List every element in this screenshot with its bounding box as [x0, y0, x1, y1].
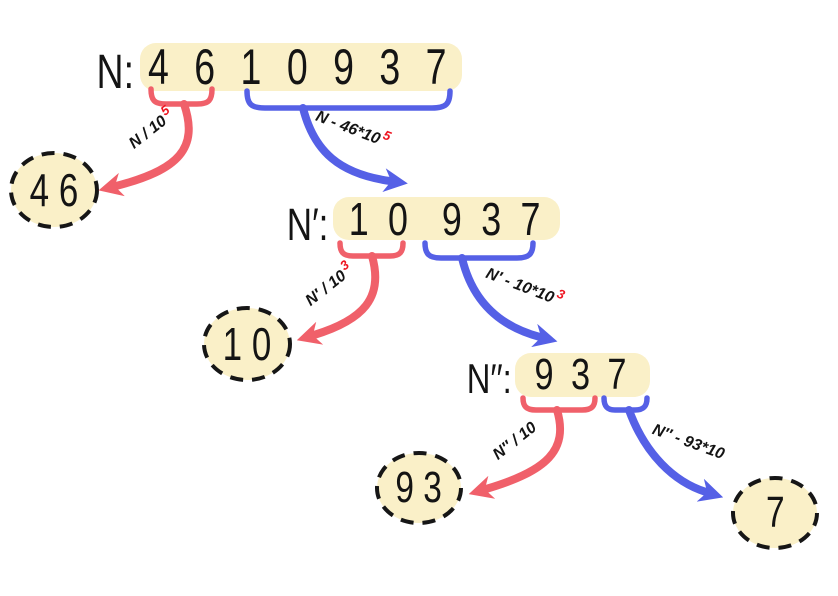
formula-remainder-n-double-prime-text: N′′ - 93*10 — [649, 421, 727, 464]
number-box-n: 4 6 1 0 9 3 7 — [140, 39, 462, 95]
divide-arrow-n — [98, 100, 193, 197]
formula-remainder-n-exponent: 5 — [381, 127, 394, 144]
formula-remainder-n-double-prime-exponent — [725, 442, 730, 456]
formula-divide-n: N / 105 — [126, 102, 178, 153]
row-label-n-double-prime: N′′: — [428, 355, 512, 403]
formula-divide-n-double-prime-text: N′′ / 10 — [489, 419, 540, 464]
result-value-93: 9 3 — [373, 453, 465, 523]
row-label-n-text: N: — [96, 46, 134, 99]
number-digits-n: 4 6 1 0 9 3 7 — [148, 39, 455, 95]
formula-remainder-n: N - 46*105 — [313, 107, 394, 152]
number-digits-n-double-prime: 9 3 7 — [534, 350, 631, 399]
row-label-n: N: — [70, 45, 134, 100]
formula-divide-n-prime: N′ / 103 — [302, 257, 357, 311]
row-label-n-prime-text: N′: — [286, 199, 328, 250]
formula-remainder-n-double-prime: N′′ - 93*10 — [650, 421, 729, 464]
row-label-n-prime: N′: — [252, 199, 328, 251]
row-label-n-double-prime-text: N′′: — [466, 355, 512, 402]
result-value-46-text: 4 6 — [29, 164, 79, 216]
result-value-7: 7 — [729, 478, 821, 548]
formula-remainder-n-prime-exponent: 3 — [554, 285, 568, 303]
formula-remainder-n-prime: N′ - 10*103 — [483, 265, 568, 311]
formula-remainder-n-prime-text: N′ - 10*10 — [483, 265, 557, 307]
result-value-7-text: 7 — [765, 488, 785, 537]
number-digits-n-prime: 1 0 9 3 7 — [348, 192, 545, 245]
result-value-46: 4 6 — [8, 152, 100, 228]
formula-remainder-n-text: N - 46*10 — [313, 107, 383, 148]
number-box-n-prime: 1 0 9 3 7 — [333, 193, 560, 245]
formula-divide-n-text: N / 10 — [126, 112, 171, 153]
result-value-10: 1 0 — [201, 308, 293, 380]
number-box-n-double-prime: 9 3 7 — [515, 350, 650, 399]
result-value-93-text: 9 3 — [395, 463, 443, 512]
formula-divide-n-double-prime: N′′ / 10 — [490, 418, 542, 464]
formula-divide-n-prime-text: N′ / 10 — [302, 267, 350, 310]
result-value-10-text: 1 0 — [222, 318, 272, 370]
